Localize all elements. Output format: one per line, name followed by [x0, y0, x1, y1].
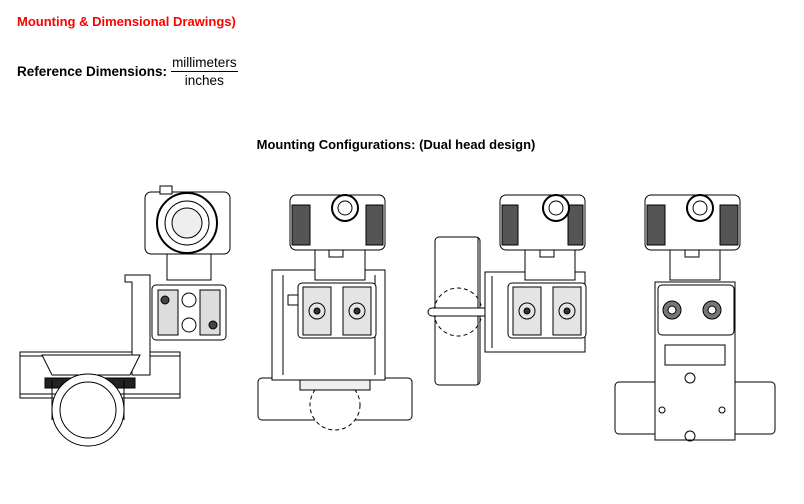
drawing-horizontal-pipe-rear-view [615, 195, 775, 441]
drawing-horizontal-pipe-side-view [20, 186, 230, 446]
units-fraction: millimeters inches [171, 55, 238, 88]
units-numerator: millimeters [171, 55, 238, 72]
reference-label: Reference Dimensions: [17, 64, 168, 79]
drawing-vertical-pipe-side-view [428, 195, 586, 385]
units-denominator: inches [184, 73, 224, 88]
section-title: Mounting Configurations: (Dual head desi… [256, 137, 536, 152]
reference-dimensions: Reference Dimensions: millimeters inches [17, 55, 238, 88]
page-heading: Mounting & Dimensional Drawings) [17, 14, 236, 29]
drawing-horizontal-pipe-front-view [258, 195, 412, 430]
